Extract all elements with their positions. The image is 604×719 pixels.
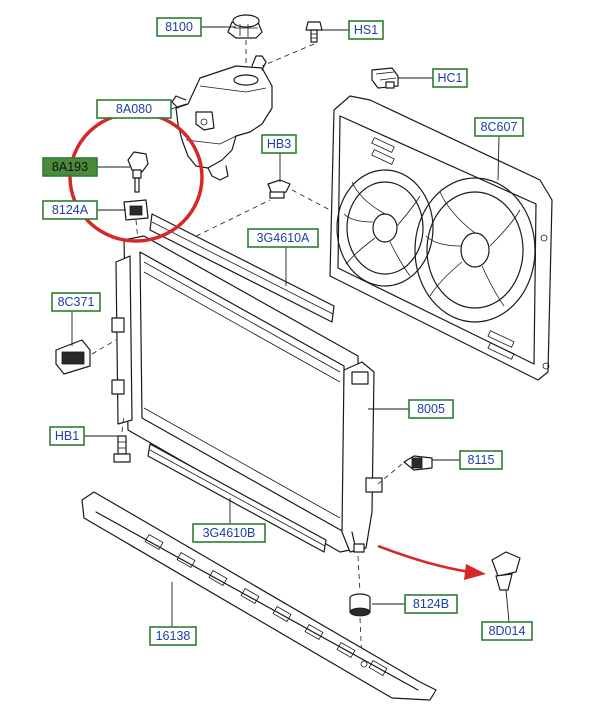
callout-label: 8D014 — [489, 624, 526, 638]
callout-label: 8115 — [468, 453, 495, 467]
callout-label: 8A080 — [116, 102, 152, 116]
callout-label: 8100 — [165, 20, 193, 34]
callout-label: 16138 — [156, 629, 191, 643]
callout-label: HB1 — [55, 429, 79, 443]
callout-8A193: 8A193 — [42, 157, 98, 177]
bracket — [55, 339, 91, 375]
callout-label: 8124A — [52, 203, 89, 217]
bolt-hb1 — [113, 435, 131, 463]
callout-3G4610B: 3G4610B — [192, 523, 266, 543]
lower-support — [81, 491, 437, 701]
cooling-fan-shroud — [329, 95, 553, 381]
callout-label: 3G4610B — [203, 526, 256, 540]
pin — [491, 551, 521, 591]
callout-8124A: 8124A — [42, 200, 98, 220]
callout-8115: 8115 — [459, 450, 503, 470]
callout-8124B: 8124B — [404, 594, 458, 614]
callout-8C607: 8C607 — [474, 117, 524, 137]
expansion-tank — [171, 55, 273, 181]
callout-3G4610A: 3G4610A — [247, 228, 319, 248]
clip — [371, 67, 399, 89]
callout-label: HC1 — [437, 71, 462, 85]
callout-8D014: 8D014 — [481, 621, 533, 641]
callout-16138: 16138 — [149, 626, 197, 646]
lower-insulator — [349, 593, 371, 617]
callout-label: 8005 — [417, 402, 445, 416]
upper-air-deflector — [149, 213, 335, 323]
callout-8005: 8005 — [408, 399, 454, 419]
lower-air-deflector — [147, 443, 327, 553]
expansion-tank-cap — [227, 14, 263, 39]
sensor — [127, 151, 149, 193]
callout-HC1: HC1 — [432, 68, 468, 88]
callout-label: HB3 — [267, 137, 291, 151]
callout-label: 8C607 — [481, 120, 518, 134]
callout-8C371: 8C371 — [51, 292, 101, 312]
red-arrow — [377, 544, 486, 580]
radiator — [111, 235, 383, 553]
callout-label: 8A193 — [52, 160, 88, 174]
callout-label: HS1 — [354, 23, 378, 37]
bolt-hb3 — [267, 179, 291, 199]
callout-8100: 8100 — [156, 17, 202, 37]
callout-HB1: HB1 — [49, 426, 85, 446]
drain-plug — [403, 455, 433, 471]
callout-label: 8C371 — [58, 295, 95, 309]
upper-insulator — [123, 199, 149, 221]
callout-label: 3G4610A — [257, 231, 310, 245]
screw — [305, 21, 323, 43]
callout-HB3: HB3 — [261, 134, 297, 154]
callout-8A080: 8A080 — [96, 99, 172, 119]
callout-HS1: HS1 — [348, 20, 384, 40]
callout-label: 8124B — [413, 597, 449, 611]
